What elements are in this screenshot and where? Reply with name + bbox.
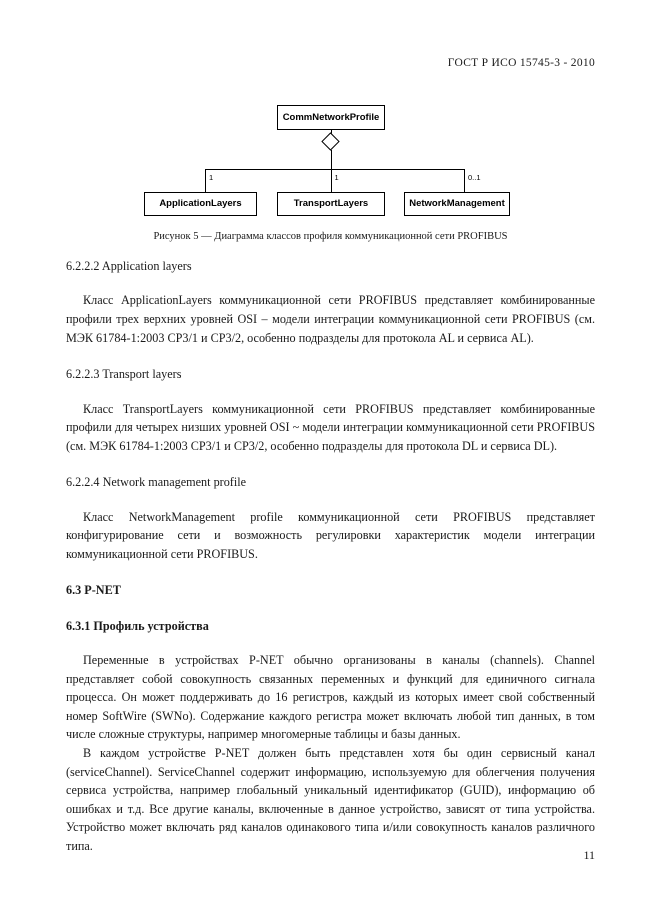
section-paragraph-6-2-2-3: Класс TransportLayers коммуникационной с… (66, 401, 595, 453)
uml-class-box-applicationlayers: ApplicationLayers (144, 192, 257, 216)
document-body: 6.2.2.2 Application layers Класс Applica… (66, 258, 595, 855)
uml-class-diagram: CommNetworkProfile 1 1 0..1 ApplicationL… (0, 100, 661, 220)
uml-connector-stem-lower (330, 150, 332, 169)
uml-connector-drop-transportlayers (330, 168, 332, 193)
uml-connector-drop-applicationlayers (205, 168, 207, 193)
page-number: 11 (583, 848, 595, 862)
section-heading-6-2-2-2: 6.2.2.2 Application layers (66, 259, 192, 273)
uml-aggregation-diamond-icon (321, 132, 340, 151)
uml-multiplicity-applicationlayers: 1 (209, 173, 214, 182)
uml-class-box-commnetworkprofile: CommNetworkProfile (277, 105, 385, 130)
uml-connector-horizontal-bus (205, 168, 465, 170)
section-paragraph-6-3-1-first: Переменные в устройствах P-NET обычно ор… (66, 653, 595, 742)
section-paragraph-6-2-2-4: Класс NetworkManagement profile коммуник… (66, 509, 595, 561)
uml-class-box-transportlayers: TransportLayers (277, 192, 385, 216)
uml-class-box-networkmanagement: NetworkManagement (404, 192, 510, 216)
document-header-standard-number: ГОСТ Р ИСО 15745-3 - 2010 (447, 57, 595, 69)
uml-multiplicity-networkmanagement: 0..1 (468, 173, 481, 182)
section-heading-6-2-2-4: 6.2.2.4 Network management profile (66, 475, 247, 490)
section-paragraph-6-3-1-second: В каждом устройстве P-NET должен быть пр… (66, 746, 595, 853)
section-heading-6-2-2-3: 6.2.2.3 Transport layers (66, 367, 182, 382)
section-heading-6-3-1: 6.3.1 Профиль устройства (66, 618, 209, 633)
uml-connector-drop-networkmanagement (464, 168, 466, 193)
uml-multiplicity-transportlayers: 1 (334, 173, 339, 182)
figure-caption: Рисунок 5 — Диаграмма классов профиля ко… (153, 231, 508, 242)
section-heading-6-3: 6.3 P-NET (66, 583, 121, 598)
section-paragraph-6-2-2-2: Класс ApplicationLayers коммуникационной… (66, 293, 595, 345)
